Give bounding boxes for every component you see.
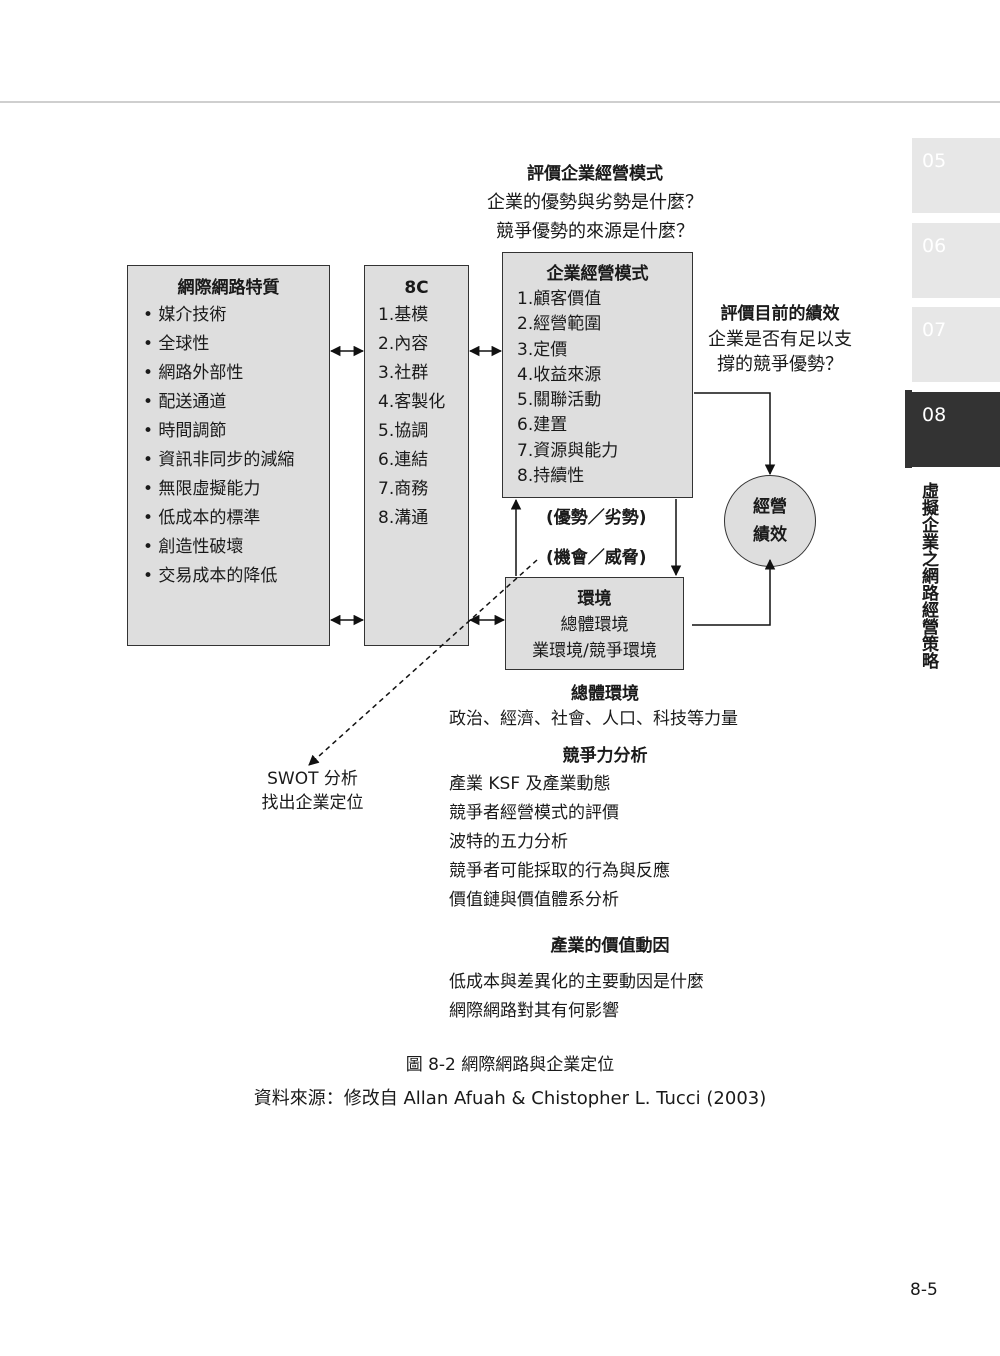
eight-c-title: 8C [404, 278, 429, 298]
competition-item: 競爭者經營模式的評價 [449, 803, 619, 823]
business-model-item: 5.關聯活動 [517, 390, 602, 411]
macro-env-text: 政治、經濟、社會、人口、科技等力量 [449, 709, 738, 729]
performance-line-2: 績效 [753, 525, 787, 545]
drivers-item: 網際網路對其有何影響 [449, 1001, 619, 1021]
right-eval-line-1: 企業是否有足以支 [708, 329, 852, 350]
business-model-item: 7.資源與能力 [517, 440, 619, 461]
drivers-title: 產業的價值動因 [550, 936, 670, 956]
business-model-item: 8.持續性 [517, 466, 585, 487]
top-eval-line-1: 企業的優勢與劣勢是什麼？ [487, 192, 703, 213]
competition-list: 產業 KSF 及產業動態 競爭者經營模式的評價 波特的五力分析 競爭者可能採取的… [449, 770, 670, 915]
drivers-item: 低成本與差異化的主要動因是什麼 [449, 972, 704, 992]
strength-weakness-label: (優勢／劣勢) [546, 508, 647, 528]
business-model-item: 1.顧客價值 [517, 289, 602, 309]
drivers-list: 低成本與差異化的主要動因是什麼 網際網路對其有何影響 [449, 968, 704, 1026]
macro-env-title: 總體環境 [571, 684, 639, 704]
chapter-tab-08[interactable]: 08 [912, 392, 1000, 467]
figure-caption: 圖 8-2 網際網路與企業定位 [405, 1055, 615, 1075]
internet-item: • 創造性破壞 [143, 537, 244, 557]
top-eval-block: 評價企業經營模式 企業的優勢與劣勢是什麼？ 競爭優勢的來源是什麼？ [430, 160, 760, 246]
chapter-tab-05[interactable]: 05 [912, 138, 1000, 213]
active-tab-marker [905, 390, 912, 468]
business-model-box: 企業經營模式 1.顧客價值 2.經營範圍 3.定價 4.收益來源 5.關聯活動 … [502, 252, 693, 498]
right-eval-title: 評價目前的績效 [720, 304, 840, 324]
eight-c-item: 5.協調 [378, 421, 429, 441]
eight-c-box: 8C 1.基模 2.內容 3.社群 4.客製化 5.協調 6.連結 7.商務 8… [364, 265, 469, 646]
swot-line-2: 找出企業定位 [261, 793, 364, 813]
business-model-title: 企業經營模式 [546, 264, 649, 284]
performance-line-1: 經營 [753, 497, 787, 517]
top-eval-line-2: 競爭優勢的來源是什麼？ [496, 221, 694, 242]
page-number: 8-5 [910, 1280, 938, 1300]
figure-source: 資料來源：修改自 Allan Afuah & Chistopher L. Tuc… [253, 1088, 767, 1109]
competition-item: 價值鏈與價值體系分析 [449, 890, 619, 910]
eight-c-item: 6.連結 [378, 450, 429, 470]
internet-characteristics-box: 網際網路特質 • 媒介技術 • 全球性 • 網路外部性 • 配送通道 • 時間調… [127, 265, 330, 646]
competition-item: 產業 KSF 及產業動態 [449, 774, 611, 794]
arrow-swot-dashed [308, 559, 538, 766]
internet-item: • 全球性 [143, 334, 210, 354]
internet-box-title: 網際網路特質 [177, 278, 280, 298]
internet-item: • 網路外部性 [143, 363, 244, 383]
competition-title: 競爭力分析 [562, 746, 648, 766]
top-eval-title: 評價企業經營模式 [527, 164, 663, 184]
eight-c-item: 4.客製化 [378, 392, 446, 412]
competition-item: 競爭者可能採取的行為與反應 [449, 861, 670, 881]
environment-line-macro: 總體環境 [560, 615, 629, 635]
competition-item: 波特的五力分析 [449, 832, 568, 852]
eight-c-item: 7.商務 [378, 479, 429, 499]
right-eval-block: 評價目前的績效 企業是否有足以支 撐的競爭優勢？ [695, 301, 865, 377]
arrow-environment-performance [692, 558, 776, 626]
header-rule [0, 101, 1000, 103]
eight-c-item: 3.社群 [378, 363, 429, 383]
arrow-model-performance [694, 392, 776, 476]
internet-item: • 媒介技術 [143, 305, 227, 325]
internet-item: • 交易成本的降低 [143, 566, 278, 586]
chapter-tab-07[interactable]: 07 [912, 307, 1000, 382]
business-model-item: 3.定價 [517, 339, 568, 360]
swot-block: SWOT 分析 找出企業定位 [245, 767, 380, 815]
internet-item: • 時間調節 [143, 421, 227, 441]
business-model-item: 6.建置 [517, 415, 568, 436]
internet-item: • 無限虛擬能力 [143, 479, 261, 499]
performance-circle: 經營 績效 [724, 475, 816, 567]
internet-item: • 低成本的標準 [143, 508, 261, 528]
eight-c-item: 1.基模 [378, 305, 429, 325]
environment-line-industry: 業環境/競爭環境 [532, 641, 657, 661]
environment-title: 環境 [577, 589, 612, 609]
eight-c-item: 2.內容 [378, 334, 429, 354]
eight-c-item: 8.溝通 [378, 508, 429, 528]
environment-box: 環境 總體環境 業環境/競爭環境 [505, 577, 684, 670]
business-model-item: 2.經營範圍 [517, 314, 602, 335]
chapter-title: 虛擬企業之網路經營策略 [918, 482, 938, 669]
internet-item: • 配送通道 [143, 392, 227, 412]
chapter-tab-06[interactable]: 06 [912, 223, 1000, 298]
business-model-item: 4.收益來源 [517, 364, 602, 385]
internet-item: • 資訊非同步的減縮 [143, 450, 295, 470]
opportunity-threat-label: (機會／威脅) [546, 548, 647, 568]
right-eval-line-2: 撐的競爭優勢？ [717, 354, 843, 375]
swot-line-1: SWOT 分析 [267, 769, 358, 789]
